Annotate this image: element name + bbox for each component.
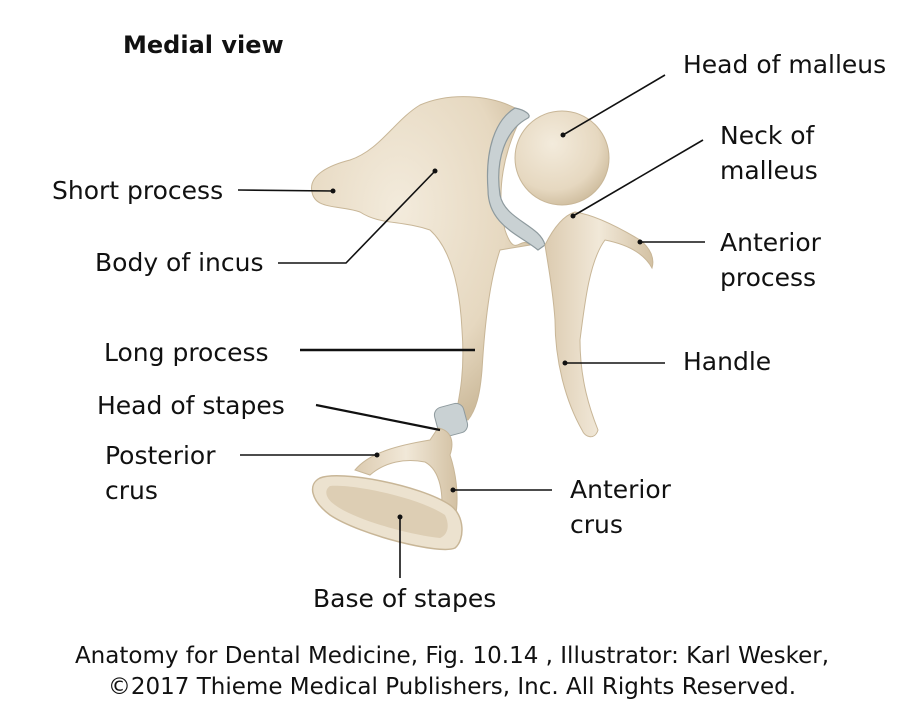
caption-line-2: ©2017 Thieme Medical Publishers, Inc. Al… — [108, 674, 796, 700]
joint-cartilage — [486, 107, 546, 251]
label-head-of-malleus: Head of malleus — [683, 50, 886, 79]
malleus-head — [514, 110, 610, 206]
label-anterior-process-1: Anterior — [720, 228, 822, 257]
stapes-footplate-inner — [326, 485, 448, 538]
label-neck-of-malleus-1: Neck of — [720, 121, 816, 150]
stapes-crura — [354, 427, 458, 521]
label-anterior-crus-1: Anterior — [570, 475, 672, 504]
stapes-head-cartilage — [433, 402, 469, 438]
view-title: Medial view — [123, 31, 284, 59]
label-long-process: Long process — [104, 338, 269, 367]
label-handle: Handle — [683, 347, 771, 376]
label-posterior-crus-1: Posterior — [105, 441, 216, 470]
label-short-process: Short process — [52, 176, 223, 205]
label-posterior-crus-2: crus — [105, 476, 158, 505]
label-base-of-stapes: Base of stapes — [313, 584, 496, 613]
label-head-of-stapes: Head of stapes — [97, 391, 285, 420]
label-anterior-crus-2: crus — [570, 510, 623, 539]
label-neck-of-malleus-2: malleus — [720, 156, 818, 185]
malleus-bone — [544, 211, 654, 438]
caption-line-1: Anatomy for Dental Medicine, Fig. 10.14 … — [75, 643, 829, 669]
label-body-of-incus: Body of incus — [95, 248, 264, 277]
label-anterior-process-2: process — [720, 263, 816, 292]
leader-lines — [237, 74, 705, 578]
incus-bone — [311, 96, 532, 421]
